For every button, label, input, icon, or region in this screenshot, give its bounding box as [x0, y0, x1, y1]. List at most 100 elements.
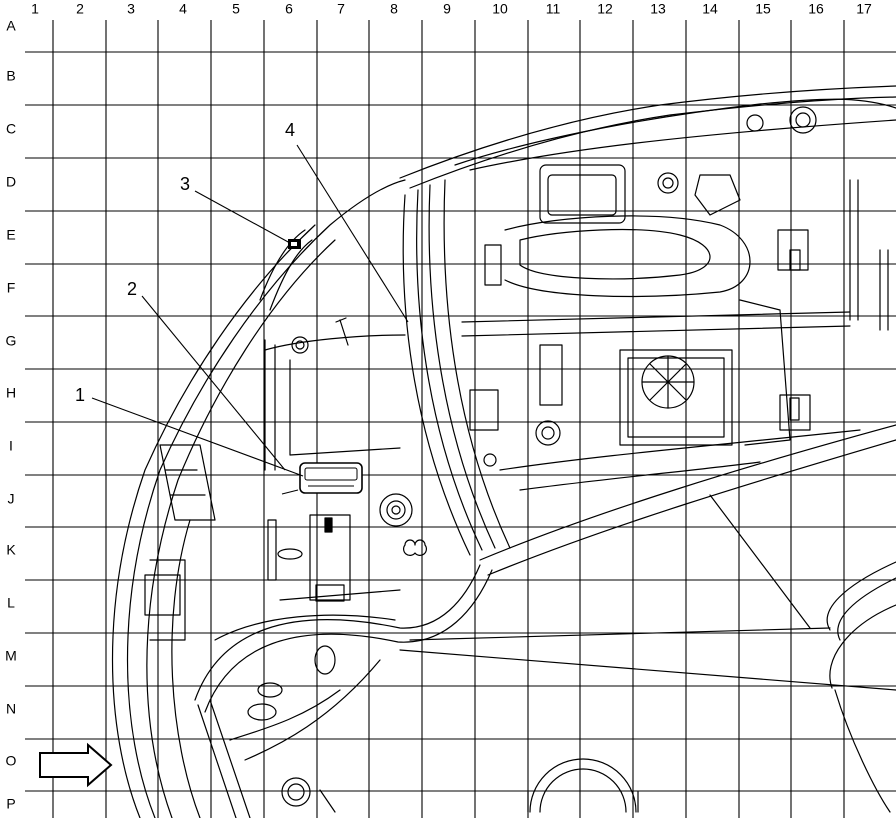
- bracket: [267, 519, 277, 581]
- leader-line-2: [141, 295, 286, 471]
- flower-plug: [403, 539, 427, 556]
- bracket: [315, 584, 345, 602]
- body-line: [479, 424, 896, 561]
- cross-member: [461, 311, 851, 323]
- spare-tire: [539, 768, 627, 813]
- bracket: [789, 249, 801, 271]
- fan-blades: [641, 355, 695, 409]
- panel-hole: [314, 645, 336, 675]
- fastener: [324, 517, 333, 533]
- component-3-connector: [288, 239, 301, 249]
- grid-column-label: 7: [337, 1, 345, 17]
- callout-4: 4: [285, 120, 295, 140]
- floor-line: [739, 299, 791, 446]
- wheel-opening: [837, 577, 896, 641]
- component-1-module: [281, 462, 363, 495]
- bracket: [539, 344, 563, 406]
- pillar-line: [879, 249, 889, 331]
- trunk-gasket: [416, 189, 483, 551]
- body-line: [409, 627, 831, 641]
- pillar-line: [849, 179, 859, 321]
- floor-plug: [391, 505, 401, 515]
- grid-row-label: M: [5, 648, 17, 664]
- grid-row-label: G: [6, 333, 17, 349]
- mount-hole: [662, 177, 674, 189]
- cross-member: [461, 325, 851, 337]
- floor-line: [279, 589, 401, 601]
- lower-panel: [229, 689, 341, 741]
- grid-row-label: E: [6, 227, 15, 243]
- callout-numbers: 1 2 3 4: [75, 120, 295, 405]
- grid-row-label: P: [6, 796, 15, 812]
- panel-hole: [247, 703, 277, 721]
- drain-plug: [287, 783, 305, 801]
- leader-line-1: [91, 397, 304, 477]
- grid-column-label: 4: [179, 1, 187, 17]
- bracket: [779, 394, 811, 431]
- grid-column-label: 11: [546, 1, 561, 17]
- mount-hole: [795, 112, 811, 128]
- bracket: [469, 389, 499, 431]
- lower-panel: [209, 699, 251, 818]
- trunk-side-panel: [264, 334, 406, 351]
- grid-column-label: 6: [285, 1, 293, 17]
- grid-column-label: 8: [390, 1, 398, 17]
- floor-plug: [386, 500, 406, 520]
- grid-column-label: 3: [127, 1, 135, 17]
- drain-plug: [281, 777, 311, 807]
- floor-plug: [379, 493, 413, 527]
- grid-row-label: C: [6, 121, 16, 137]
- grid-row-label: D: [6, 174, 16, 190]
- tray: [547, 174, 617, 216]
- module-cover: [619, 349, 733, 446]
- mount-hole: [483, 453, 497, 467]
- body-outline: [146, 239, 336, 818]
- body-line: [487, 439, 896, 576]
- panel-hole: [257, 682, 283, 698]
- bracket: [144, 574, 181, 616]
- pan-outline: [519, 228, 711, 280]
- leader-line-3: [194, 190, 291, 244]
- lower-panel: [197, 704, 237, 818]
- lid-hinge: [269, 239, 313, 311]
- mount-hole: [541, 426, 555, 440]
- grid-row-label: O: [6, 753, 17, 769]
- fastener: [335, 317, 349, 346]
- grid-column-label: 10: [492, 1, 508, 17]
- mount-hole: [535, 420, 561, 446]
- mount-hole: [746, 114, 764, 132]
- trunk-gasket: [402, 194, 471, 556]
- trunk-lip: [204, 569, 493, 713]
- body-outline: [111, 224, 316, 818]
- grid-column-label: 12: [597, 1, 613, 17]
- grid-column-label: 2: [76, 1, 84, 17]
- grid-row-label: J: [8, 491, 15, 507]
- mount-hole: [789, 106, 817, 134]
- mount-hole: [657, 172, 679, 194]
- grid-row-label: H: [6, 385, 16, 401]
- wheel-opening: [834, 689, 891, 813]
- trunk-lip: [214, 614, 396, 641]
- lower-panel: [244, 659, 381, 761]
- lower-panel: [319, 789, 336, 813]
- wheel-opening: [826, 561, 896, 631]
- rear-panel-line: [469, 119, 896, 171]
- leader-line-4: [296, 144, 409, 323]
- grid-column-label: 5: [232, 1, 240, 17]
- callout-leaders: [91, 144, 409, 477]
- grid-row-label: A: [6, 18, 16, 34]
- body-line: [709, 494, 811, 629]
- spare-tire: [529, 758, 637, 813]
- wheel-opening: [829, 604, 896, 689]
- grid-row-label: K: [6, 542, 16, 558]
- grid-column-label: 17: [856, 1, 872, 17]
- tray: [539, 164, 626, 224]
- bracket: [484, 244, 502, 286]
- module-cover: [627, 357, 725, 438]
- trunk-lip: [194, 564, 481, 701]
- strut-tower: [694, 174, 741, 216]
- roof-edge-line: [409, 96, 896, 189]
- panel-hole: [277, 548, 303, 560]
